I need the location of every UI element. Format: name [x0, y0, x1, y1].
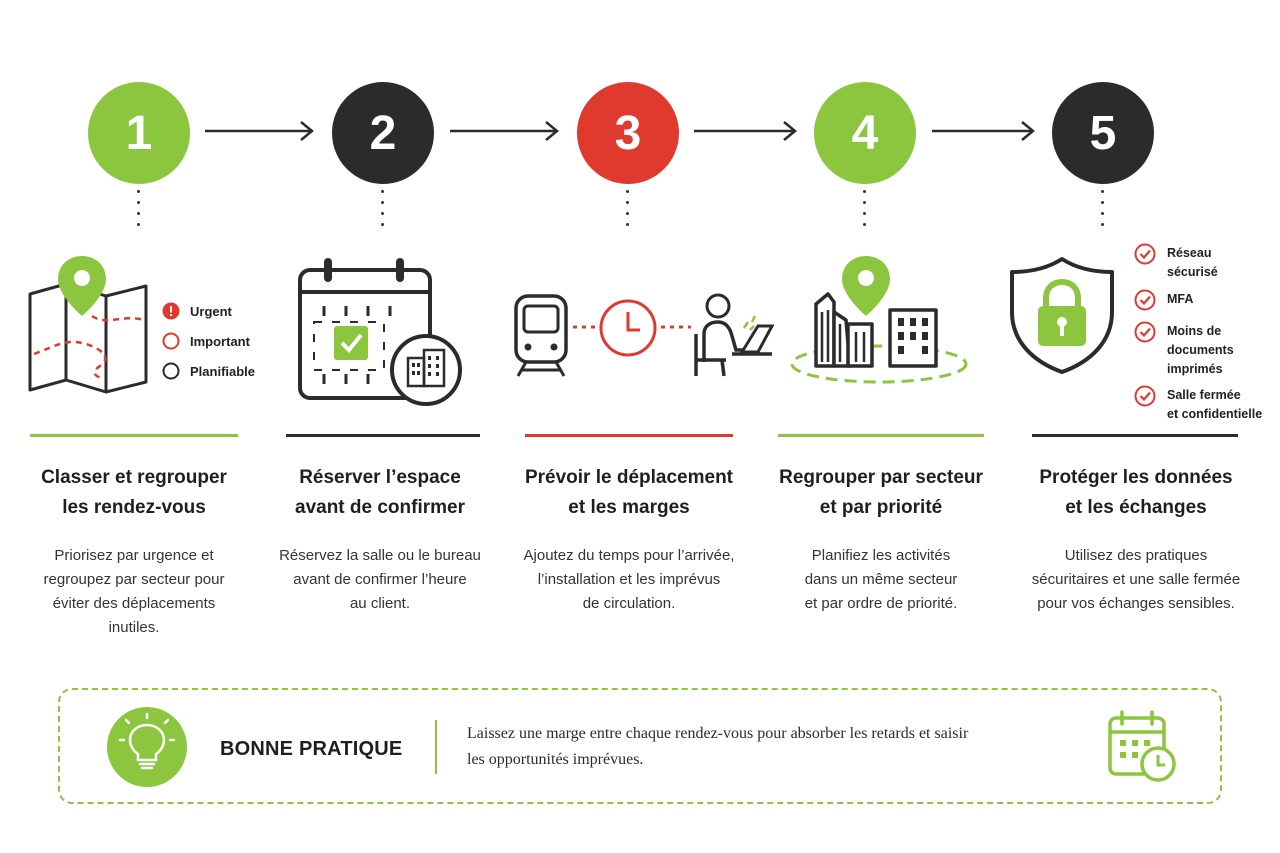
step-5-underline — [1032, 434, 1238, 437]
step-2-underline — [286, 434, 480, 437]
dotted-connector — [381, 190, 385, 234]
step-4-underline — [778, 434, 984, 437]
step-3-underline — [525, 434, 733, 437]
step-1-number: 1 — [88, 82, 190, 184]
dotted-connector — [626, 190, 630, 234]
exclamation-icon — [162, 302, 180, 320]
check-circle-icon — [1134, 385, 1156, 407]
step-2-number: 2 — [332, 82, 434, 184]
shield-lock-icon — [1010, 257, 1114, 374]
step-1-underline — [30, 434, 238, 437]
dotted-connector — [1101, 190, 1105, 234]
arrow-right-icon — [450, 121, 559, 141]
legend-urgent: Urgent — [162, 302, 232, 320]
dotted-connector — [863, 190, 867, 234]
tip-divider — [435, 720, 437, 774]
check-circle-icon — [1134, 289, 1156, 311]
city-pin-icon — [790, 256, 968, 384]
step-5-number: 5 — [1052, 82, 1154, 184]
dotted-link — [573, 325, 599, 329]
calendar-check-icon — [298, 258, 462, 406]
train-icon — [514, 294, 568, 377]
step-3-number: 3 — [577, 82, 679, 184]
tip-text: Laissez une marge entre chaque rendez-vo… — [467, 725, 969, 768]
calendar-clock-icon — [1108, 710, 1176, 782]
arrow-right-icon — [205, 121, 314, 141]
check-circle-icon — [1134, 243, 1156, 265]
arrow-right-icon — [694, 121, 797, 141]
legend-planifiable: Planifiable — [162, 362, 255, 380]
clock-icon — [599, 299, 657, 357]
lightbulb-icon — [107, 707, 187, 787]
step-3-description: Ajoutez du temps pour l’arrivée,l’instal… — [523, 547, 735, 612]
building-icon — [406, 348, 446, 388]
person-laptop-icon — [694, 293, 774, 377]
check-circle-icon — [1134, 321, 1156, 343]
tip-banner — [58, 688, 1222, 804]
dotted-link — [661, 325, 691, 329]
legend-important: Important — [162, 332, 250, 350]
circle-outline-icon — [162, 362, 180, 380]
map-pin-icon — [28, 256, 148, 394]
step-4-number: 4 — [814, 82, 916, 184]
dotted-connector — [137, 190, 141, 234]
circle-outline-icon — [162, 332, 180, 350]
arrow-right-icon — [932, 121, 1035, 141]
tip-heading: BONNE PRATIQUE — [220, 738, 403, 760]
